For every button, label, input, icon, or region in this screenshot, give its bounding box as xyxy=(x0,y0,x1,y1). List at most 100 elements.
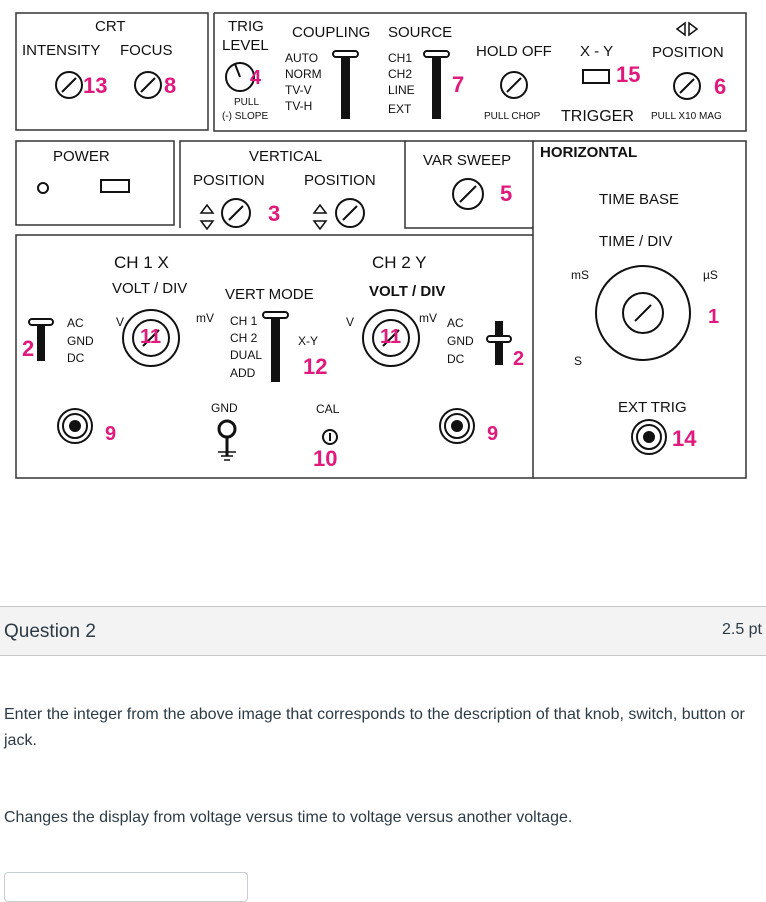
ch2-ac: AC xyxy=(447,316,464,330)
gnd-terminal[interactable] xyxy=(217,419,237,463)
ch2-dc: DC xyxy=(447,352,465,366)
ch1-jack-number: 9 xyxy=(105,423,117,445)
vertical-title: VERTICAL xyxy=(249,148,323,165)
vertmode-xy: X-Y xyxy=(298,334,319,348)
crt-title: CRT xyxy=(95,18,126,35)
question-prompt: Changes the display from voltage versus … xyxy=(4,809,573,826)
timediv-label: TIME / DIV xyxy=(599,233,673,250)
ch2-v-label: V xyxy=(346,315,355,329)
ch1-voltdiv-number: 11 xyxy=(140,326,162,348)
varsweep-number: 5 xyxy=(500,181,513,206)
answer-input[interactable] xyxy=(4,872,248,902)
ms-label: mS xyxy=(571,268,589,282)
ch2-coupling-switch[interactable] xyxy=(487,316,512,366)
varsweep-knob[interactable] xyxy=(453,179,483,209)
ch1-title: CH 1 X xyxy=(114,253,169,272)
trigger-label: TRIGGER xyxy=(561,108,634,125)
us-label: µS xyxy=(703,268,718,282)
v-position-1-label: POSITION xyxy=(193,172,265,189)
vertmode-switch[interactable] xyxy=(263,310,288,384)
v-position-1-knob[interactable] xyxy=(222,199,250,227)
ch1-mv-label: mV xyxy=(196,311,214,325)
cal-terminal[interactable] xyxy=(321,428,339,446)
question-points: 2.5 pt xyxy=(721,621,762,638)
pull-chop-label: PULL CHOP xyxy=(484,111,541,122)
timebase-label: TIME BASE xyxy=(599,191,680,208)
source-ext: EXT xyxy=(388,102,412,116)
vertmode-dual: DUAL xyxy=(230,348,263,362)
h-position-knob[interactable] xyxy=(674,73,700,99)
source-title: SOURCE xyxy=(388,24,453,41)
source-line: LINE xyxy=(388,83,415,97)
holdoff-knob[interactable] xyxy=(501,72,527,98)
s-label: S xyxy=(574,354,583,368)
coupling-norm: NORM xyxy=(285,67,322,81)
ch1-coupling-number: 2 xyxy=(22,336,35,361)
focus-number: 8 xyxy=(164,73,177,98)
holdoff-title: HOLD OFF xyxy=(476,43,552,60)
xy-number: 15 xyxy=(616,62,641,87)
xy-title: X - Y xyxy=(580,43,614,60)
oscilloscope-panel-lines xyxy=(15,12,747,479)
exttrig-label: EXT TRIG xyxy=(618,399,687,416)
ch1-voltdiv-label: VOLT / DIV xyxy=(112,280,188,297)
question-header: Question 2 2.5 pt xyxy=(0,606,766,656)
ch2-voltdiv-number: 11 xyxy=(380,326,402,348)
ch2-mv-label: mV xyxy=(419,311,437,325)
ch2-input-jack[interactable] xyxy=(439,408,475,444)
question-instruction: Enter the integer from the above image t… xyxy=(4,706,745,749)
source-switch[interactable] xyxy=(424,50,449,120)
v-position-2-knob[interactable] xyxy=(336,199,364,227)
ch1-gnd: GND xyxy=(67,334,94,348)
ch1-coupling-switch[interactable] xyxy=(29,316,54,362)
cal-label: CAL xyxy=(316,402,340,416)
timediv-knob[interactable] xyxy=(596,266,690,360)
source-ch2: CH2 xyxy=(388,67,413,81)
timediv-number: 1 xyxy=(708,306,720,328)
intensity-knob[interactable] xyxy=(56,72,82,98)
trig-level-number: 4 xyxy=(250,67,262,89)
vertmode-ch2: CH 2 xyxy=(230,331,258,345)
cal-number: 10 xyxy=(313,446,338,471)
ch1-input-jack[interactable] xyxy=(57,408,93,444)
coupling-title: COUPLING xyxy=(292,24,371,41)
exttrig-jack[interactable] xyxy=(632,420,666,454)
trig-slope-label: (-) SLOPE xyxy=(222,111,269,122)
vertmode-ch1: CH 1 xyxy=(230,314,258,328)
coupling-tvv: TV-V xyxy=(285,83,312,97)
ch2-voltdiv-knob[interactable] xyxy=(362,309,420,367)
h-position-title: POSITION xyxy=(652,44,724,61)
vertmode-number: 12 xyxy=(303,354,328,379)
vertmode-add: ADD xyxy=(230,366,256,380)
ch2-voltdiv-label: VOLT / DIV xyxy=(369,283,446,300)
ch1-voltdiv-knob[interactable] xyxy=(122,309,180,367)
ch2-title: CH 2 Y xyxy=(372,253,427,272)
exttrig-number: 14 xyxy=(672,426,697,451)
ch1-v-label: V xyxy=(116,315,125,329)
intensity-label: INTENSITY xyxy=(22,42,101,59)
power-button[interactable] xyxy=(100,179,130,193)
focus-knob[interactable] xyxy=(135,72,161,98)
power-title: POWER xyxy=(53,148,110,165)
question-title: Question 2 xyxy=(4,621,96,642)
focus-label: FOCUS xyxy=(120,42,173,59)
trig-pull-label: PULL xyxy=(234,97,260,108)
trig-level-knob[interactable] xyxy=(226,63,254,91)
trig-title-1: TRIG xyxy=(228,18,264,35)
ch1-ac: AC xyxy=(67,316,84,330)
trig-title-2: LEVEL xyxy=(222,37,269,54)
v-position-2-label: POSITION xyxy=(304,172,376,189)
coupling-switch[interactable] xyxy=(333,50,358,120)
intensity-number: 13 xyxy=(83,73,108,98)
xy-button[interactable] xyxy=(583,70,609,83)
ch1-dc: DC xyxy=(67,351,85,365)
coupling-auto: AUTO xyxy=(285,51,319,65)
ch2-jack-number: 9 xyxy=(487,423,499,445)
h-position-number: 6 xyxy=(714,74,727,99)
coupling-tvh: TV-H xyxy=(285,99,313,113)
gnd-label: GND xyxy=(211,401,238,415)
pull-x10-label: PULL X10 MAG xyxy=(651,111,722,122)
source-number: 7 xyxy=(452,72,465,97)
ch2-gnd: GND xyxy=(447,334,474,348)
source-ch1: CH1 xyxy=(388,51,413,65)
